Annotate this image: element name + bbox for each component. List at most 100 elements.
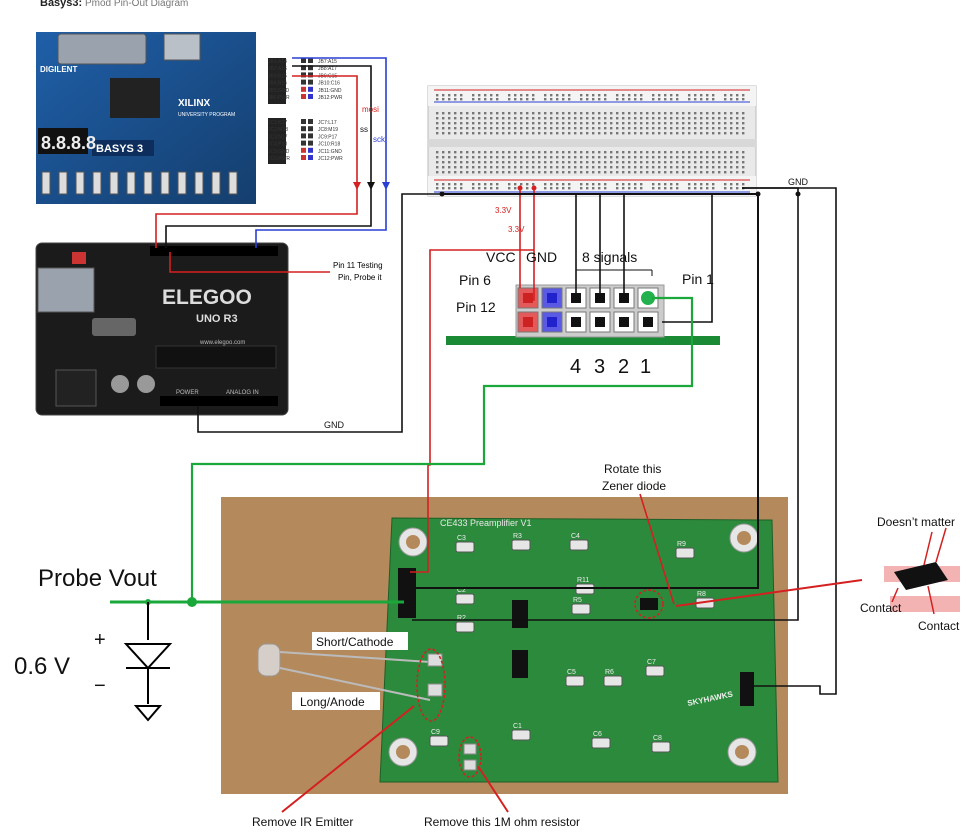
hole	[598, 122, 601, 125]
hole	[580, 151, 583, 154]
pin-label: JC4:P18	[268, 142, 287, 148]
hole	[556, 127, 559, 130]
hole	[544, 127, 547, 130]
hole	[616, 171, 619, 174]
hole	[610, 166, 613, 169]
hole	[526, 112, 529, 115]
hole	[694, 156, 697, 159]
hole	[730, 187, 733, 190]
hole	[520, 94, 523, 97]
hole	[454, 132, 457, 135]
hole	[694, 117, 697, 120]
hole	[436, 127, 439, 130]
hole	[478, 183, 481, 186]
pin-square	[301, 133, 306, 139]
hole	[562, 171, 565, 174]
hole	[592, 151, 595, 154]
hole	[538, 132, 541, 135]
hole	[706, 183, 709, 186]
hole	[472, 117, 475, 120]
hole	[562, 156, 565, 159]
hole	[742, 156, 745, 159]
hole	[562, 187, 565, 190]
pin-label: JB8:A17	[318, 66, 337, 72]
hole	[724, 112, 727, 115]
hole	[532, 98, 535, 101]
hole	[640, 161, 643, 164]
hole	[622, 187, 625, 190]
hole	[532, 171, 535, 174]
hole	[562, 94, 565, 97]
hole	[472, 132, 475, 135]
hole	[718, 122, 721, 125]
hole	[670, 112, 673, 115]
hole	[718, 171, 721, 174]
smd-part	[651, 741, 671, 753]
hole	[484, 187, 487, 190]
hole	[526, 122, 529, 125]
seven-seg-digits: 8.8.8.8	[41, 133, 96, 153]
pmod-num-4: 4	[570, 356, 581, 378]
hole	[448, 112, 451, 115]
hole	[574, 122, 577, 125]
hole	[586, 122, 589, 125]
hole	[454, 161, 457, 164]
hole	[466, 127, 469, 130]
hole	[484, 94, 487, 97]
reset-button[interactable]	[72, 252, 86, 264]
hole	[550, 117, 553, 120]
hole	[454, 94, 457, 97]
pin-label: JB12:PWR	[318, 95, 343, 101]
pin-label: JB2:A16	[268, 66, 287, 72]
wire-pin11	[169, 252, 330, 273]
hole	[610, 171, 613, 174]
hole	[526, 187, 529, 190]
hole	[598, 112, 601, 115]
uno-brand: ELEGOO	[162, 286, 252, 309]
pin-square	[308, 155, 313, 160]
hole	[496, 122, 499, 125]
hole	[634, 98, 637, 101]
hole	[490, 156, 493, 159]
hole	[712, 122, 715, 125]
hole	[538, 151, 541, 154]
analog-header	[160, 396, 278, 406]
pmod-pin-square	[571, 317, 581, 327]
pin-square	[308, 133, 313, 139]
switch	[160, 171, 170, 195]
hole	[664, 94, 667, 97]
hole	[520, 166, 523, 169]
hole	[586, 98, 589, 101]
hole	[598, 187, 601, 190]
hole	[694, 161, 697, 164]
hole	[688, 98, 691, 101]
hole	[604, 117, 607, 120]
hole	[442, 151, 445, 154]
hole	[730, 132, 733, 135]
hole	[478, 132, 481, 135]
hole	[706, 98, 709, 101]
hole	[730, 151, 733, 154]
switch	[194, 171, 204, 195]
pmod-connector	[446, 284, 720, 345]
hole	[724, 127, 727, 130]
pmod-ja-header	[268, 58, 286, 104]
hole	[580, 127, 583, 130]
hole	[730, 122, 733, 125]
hole	[670, 166, 673, 169]
hole	[688, 132, 691, 135]
hole	[658, 183, 661, 186]
hole	[454, 98, 457, 101]
hole	[436, 117, 439, 120]
hole	[580, 94, 583, 97]
hole	[562, 122, 565, 125]
uno-model: UNO R3	[196, 313, 238, 325]
hole	[712, 151, 715, 154]
hole	[730, 183, 733, 186]
hole	[616, 112, 619, 115]
hole	[448, 161, 451, 164]
hole	[622, 132, 625, 135]
hole	[598, 166, 601, 169]
hole	[448, 166, 451, 169]
hole	[730, 98, 733, 101]
